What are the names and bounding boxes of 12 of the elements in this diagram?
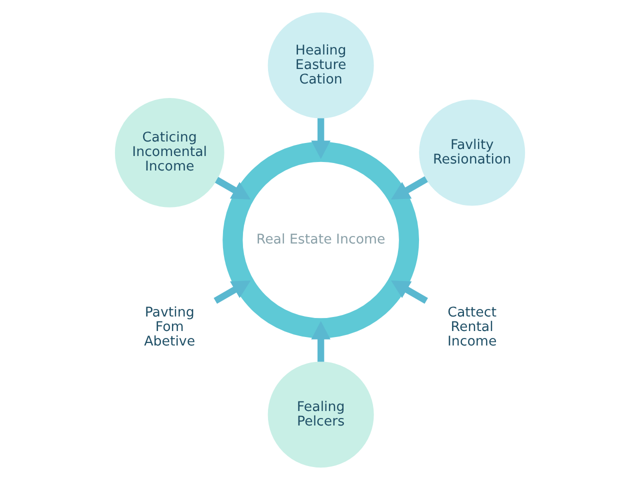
node-circle: Healing Easture Cation — [268, 12, 374, 118]
arrow — [214, 176, 251, 200]
arrow — [311, 118, 330, 159]
arrow — [311, 321, 330, 362]
node-text: Pavting Fom Abetive — [144, 305, 196, 350]
node-circle: Fealing Pelcers — [268, 362, 374, 468]
arrow — [390, 176, 428, 200]
node-circle: Favlity Resionation — [419, 100, 526, 206]
node-text: Cattect Rental Income — [447, 305, 497, 350]
node-circle: Caticing Incomental Income — [114, 98, 224, 208]
arrow — [390, 280, 428, 304]
arrow — [214, 280, 251, 304]
